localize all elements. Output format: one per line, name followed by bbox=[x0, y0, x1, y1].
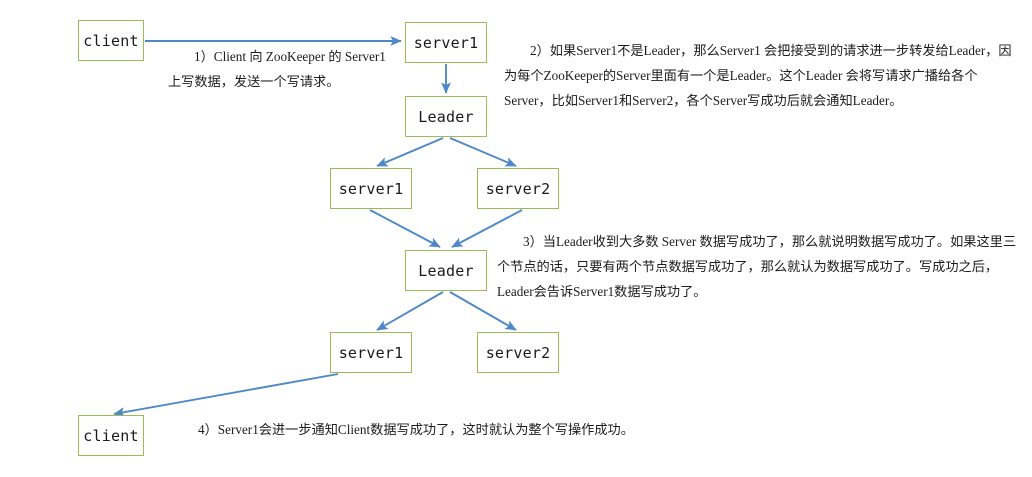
note-body: 如果Server1不是Leader，那么Server1 会把接受到的请求进一步转… bbox=[504, 43, 1012, 108]
note-note4: 4）Server1会进一步通知Client数据写成功了，这时就认为整个写操作成功… bbox=[172, 417, 732, 442]
arrow-leader_1-to-server2_mid bbox=[449, 137, 517, 167]
node-label: server1 bbox=[413, 33, 479, 52]
note-note3: 3）当Leader收到大多数 Server 数据写成功了，那么就说明数据写成功了… bbox=[497, 229, 1017, 304]
node-server1_top[interactable]: server1 bbox=[405, 22, 487, 63]
node-label: server2 bbox=[485, 343, 551, 362]
node-leader_2[interactable]: Leader bbox=[405, 250, 487, 291]
note-body: 当Leader收到大多数 Server 数据写成功了，那么就说明数据写成功了。如… bbox=[497, 234, 1017, 299]
node-server2_bot[interactable]: server2 bbox=[477, 332, 559, 373]
node-server1_mid[interactable]: server1 bbox=[330, 168, 412, 209]
node-server2_mid[interactable]: server2 bbox=[477, 168, 559, 209]
node-label: Leader bbox=[418, 261, 474, 280]
note-step-number: 4） bbox=[198, 422, 218, 437]
arrow-server1_bot-to-client_bottom bbox=[113, 373, 339, 417]
arrow-server1_mid-to-leader_2 bbox=[369, 209, 441, 248]
note-note2: 2）如果Server1不是Leader，那么Server1 会把接受到的请求进一… bbox=[504, 38, 1014, 113]
note-step-number: 2） bbox=[530, 43, 550, 58]
node-label: client bbox=[83, 426, 139, 445]
note-step-number: 1） bbox=[194, 49, 214, 64]
node-server1_bot[interactable]: server1 bbox=[330, 332, 412, 373]
node-leader_1[interactable]: Leader bbox=[405, 96, 487, 137]
node-label: server2 bbox=[485, 179, 551, 198]
note-step-number: 3） bbox=[523, 234, 543, 249]
note-note1: 1）Client 向 ZooKeeper 的 Server1 上写数据，发送一个… bbox=[168, 44, 400, 94]
arrow-leader_1-to-server1_mid bbox=[376, 137, 444, 167]
note-body: Client 向 ZooKeeper 的 Server1 上写数据，发送一个写请… bbox=[168, 49, 386, 89]
arrow-leader_2-to-server1_bot bbox=[376, 291, 444, 331]
node-label: Leader bbox=[418, 107, 474, 126]
node-label: server1 bbox=[338, 343, 404, 362]
node-client_top[interactable]: client bbox=[78, 20, 144, 61]
node-label: client bbox=[83, 31, 139, 50]
node-client_bottom[interactable]: client bbox=[78, 415, 144, 456]
note-body: Server1会进一步通知Client数据写成功了，这时就认为整个写操作成功。 bbox=[217, 422, 634, 437]
node-label: server1 bbox=[338, 179, 404, 198]
